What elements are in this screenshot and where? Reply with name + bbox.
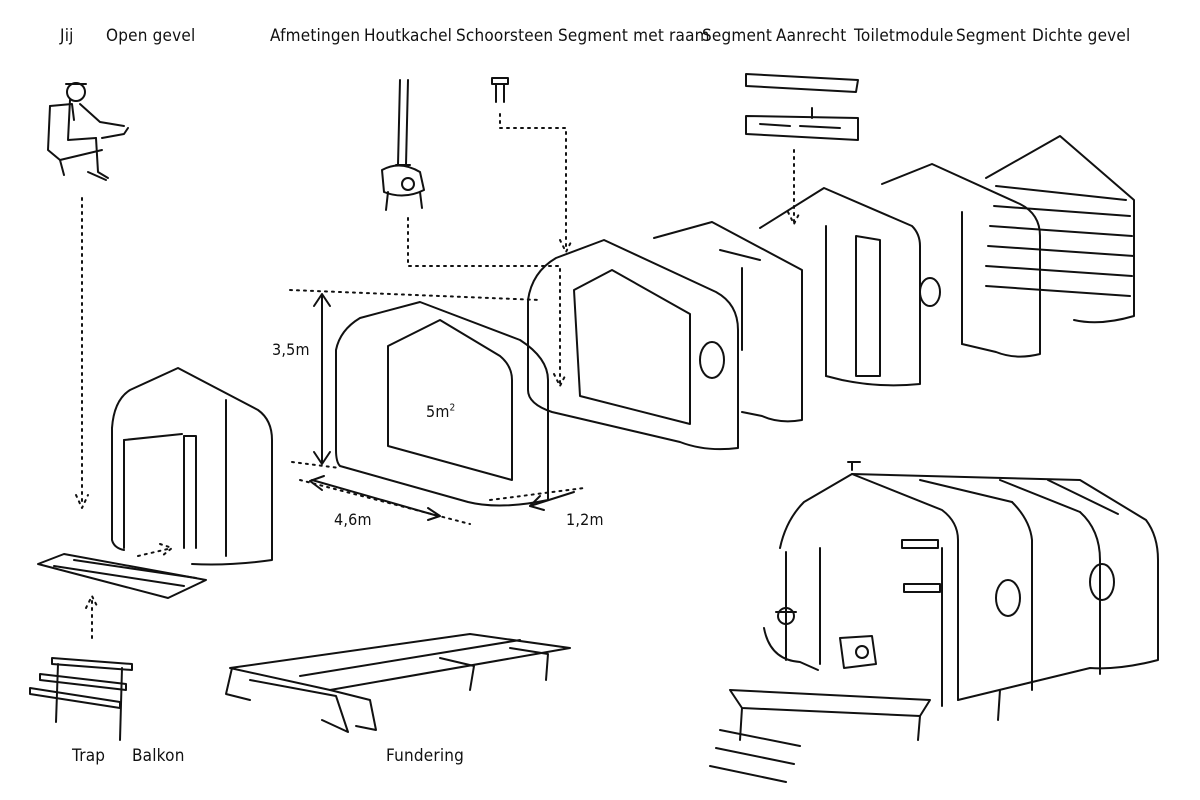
wood-stove-icon bbox=[381, 79, 425, 211]
segment-with-window bbox=[527, 239, 739, 451]
dimension-area-label: 5m2 bbox=[426, 402, 455, 421]
segment-module bbox=[653, 221, 803, 423]
segment-module-2 bbox=[881, 163, 1041, 358]
balcony-icon bbox=[37, 553, 207, 599]
dimension-lines bbox=[289, 289, 585, 525]
label-segment-1: Segment bbox=[702, 26, 773, 46]
label-segment-2: Segment bbox=[956, 26, 1027, 46]
label-you: Jij bbox=[60, 26, 74, 46]
label-segment-with-window: Segment met raam bbox=[558, 26, 710, 46]
label-stairs: Trap bbox=[72, 746, 106, 766]
closed-facade-module bbox=[985, 135, 1135, 324]
assembly-arrows bbox=[75, 113, 801, 639]
label-dimensions: Afmetingen bbox=[270, 26, 361, 46]
label-chimney: Schoorsteen bbox=[456, 26, 554, 46]
person-in-chair-icon bbox=[47, 82, 129, 181]
toilet-module bbox=[759, 187, 941, 387]
open-facade-module bbox=[111, 367, 273, 566]
dimension-width-label: 4,6m bbox=[334, 510, 372, 529]
label-closed-facade: Dichte gevel bbox=[1032, 26, 1131, 46]
label-kitchen-counter: Aanrecht bbox=[776, 26, 847, 46]
assembled-house bbox=[709, 461, 1159, 783]
foundation-icon bbox=[225, 633, 571, 733]
dimension-depth-label: 1,2m bbox=[566, 510, 604, 529]
kitchen-counter-icon bbox=[745, 73, 859, 141]
dimension-segment bbox=[335, 301, 549, 507]
label-balcony: Balkon bbox=[132, 746, 185, 766]
dimension-height-label: 3,5m bbox=[272, 340, 310, 359]
stairs-icon bbox=[29, 657, 133, 741]
label-foundation: Fundering bbox=[386, 746, 465, 766]
label-wood-stove: Houtkachel bbox=[364, 26, 453, 46]
label-open-facade: Open gevel bbox=[106, 26, 196, 46]
area-exponent: 2 bbox=[449, 402, 456, 414]
label-toilet-module: Toiletmodule bbox=[854, 26, 954, 46]
area-value: 5m bbox=[426, 402, 450, 421]
chimney-icon bbox=[491, 77, 509, 103]
